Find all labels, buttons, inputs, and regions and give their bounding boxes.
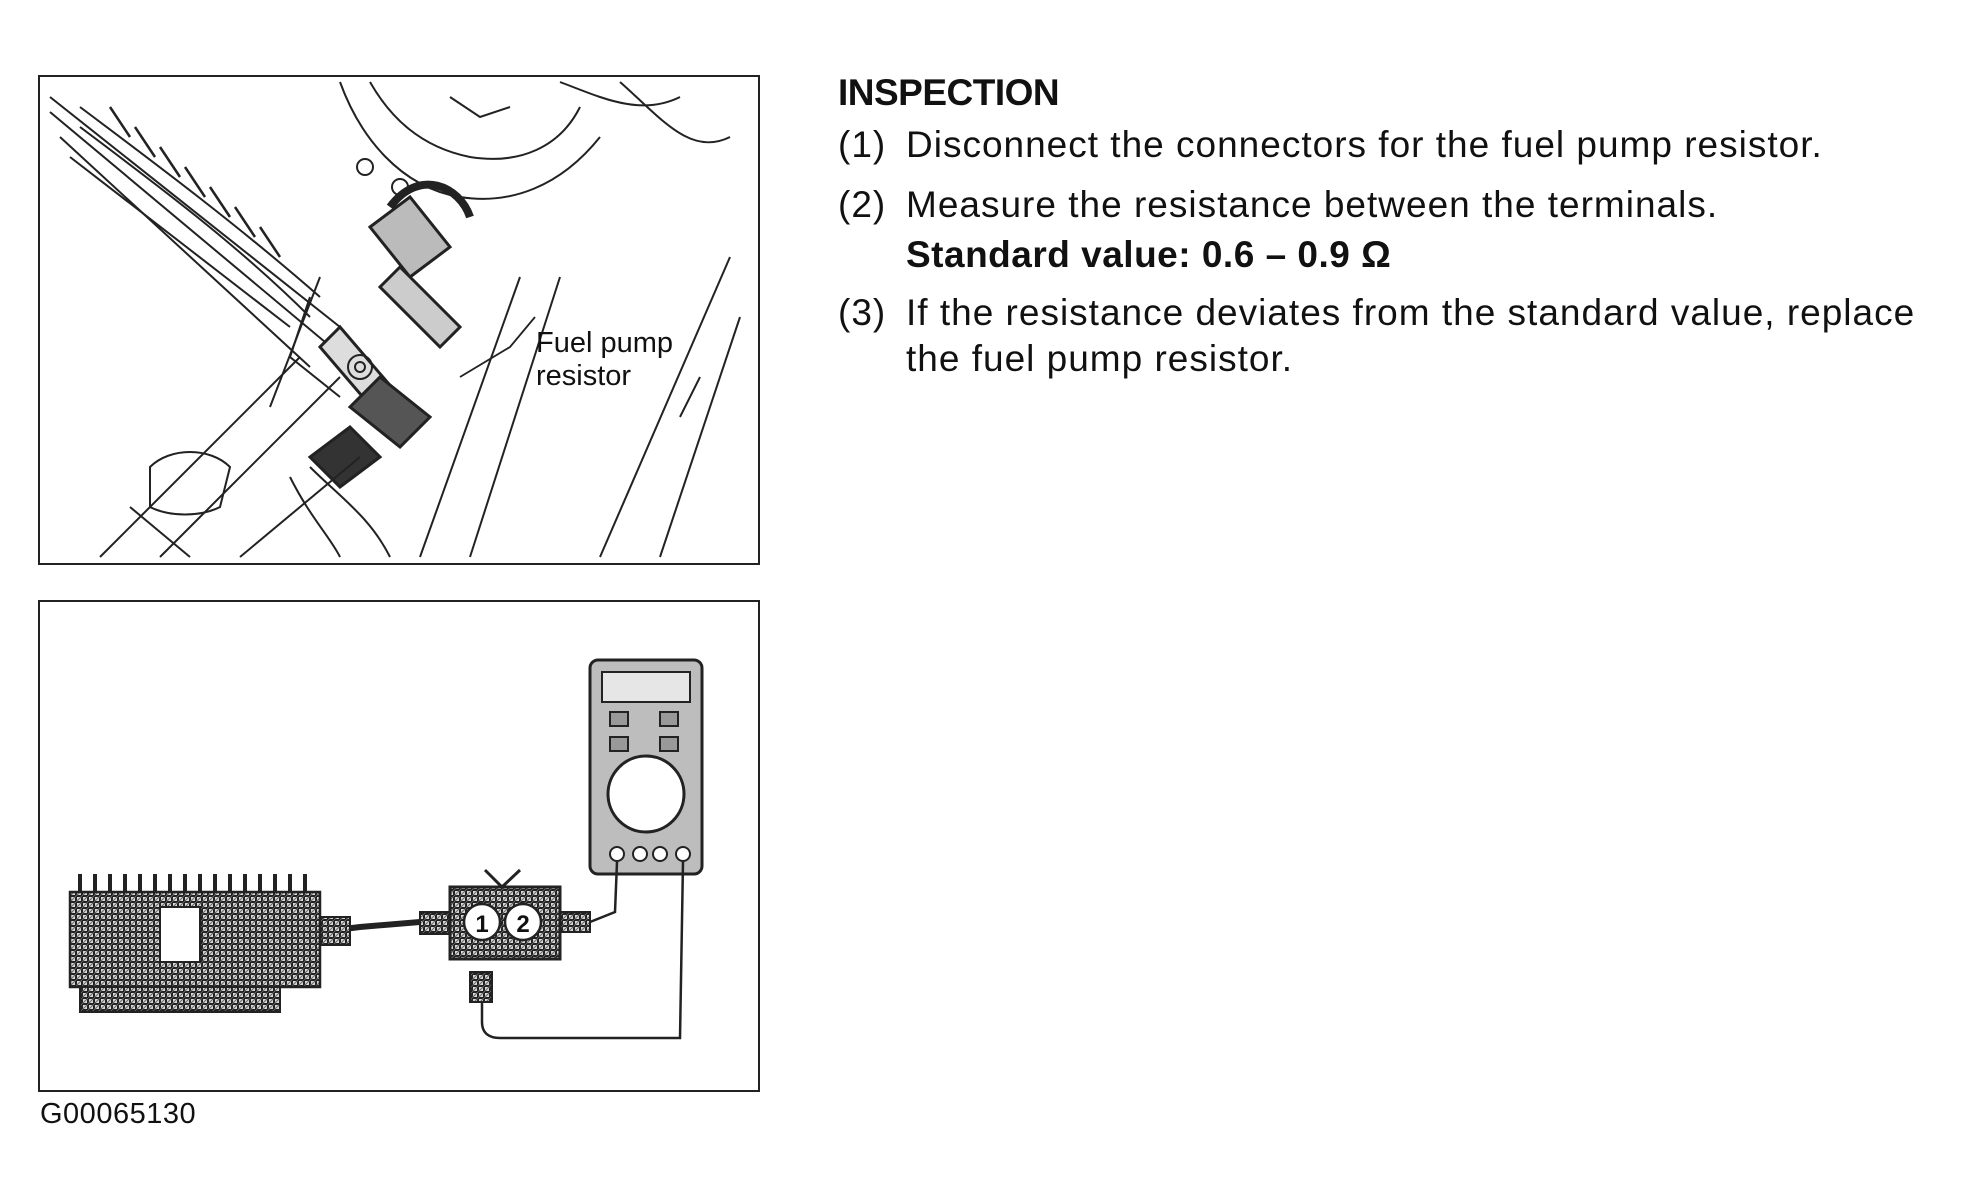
resistor-location-figure: Fuel pump resistor: [38, 75, 760, 565]
step-1: (1) Disconnect the connectors for the fu…: [838, 122, 1958, 168]
callout-line-2: resistor: [536, 360, 632, 392]
step-text: Disconnect the connectors for the fuel p…: [906, 124, 1823, 165]
step-number: (2): [838, 184, 887, 225]
multimeter-icon: [588, 658, 704, 876]
standard-value: Standard value: 0.6 – 0.9 Ω: [906, 234, 1392, 275]
step-2: (2) Measure the resistance between the t…: [838, 182, 1958, 228]
inspection-heading: INSPECTION: [838, 72, 1060, 113]
terminal-2-label: 2: [516, 911, 529, 938]
step-number: (1): [838, 124, 887, 165]
connector-icon: [448, 868, 591, 1003]
measurement-figure: 1 2: [38, 600, 760, 1092]
step-text: Measure the resistance between the termi…: [906, 184, 1719, 225]
engine-bay-illustration: [49, 81, 741, 558]
fuel-pump-resistor-callout: Fuel pump resistor: [536, 327, 673, 393]
figure-code: G00065130: [40, 1098, 197, 1130]
step-number: (3): [838, 292, 887, 333]
measurement-illustration: 1 2: [68, 658, 704, 1040]
step-3: (3) If the resistance deviates from the …: [838, 290, 1958, 382]
inspection-section: INSPECTION (1) Disconnect the connectors…: [838, 72, 1958, 396]
step-text: If the resistance deviates from the stan…: [906, 292, 1916, 379]
callout-line-1: Fuel pump: [536, 327, 674, 359]
resistor-icon: [68, 874, 461, 1013]
terminal-1-label: 1: [475, 911, 488, 938]
